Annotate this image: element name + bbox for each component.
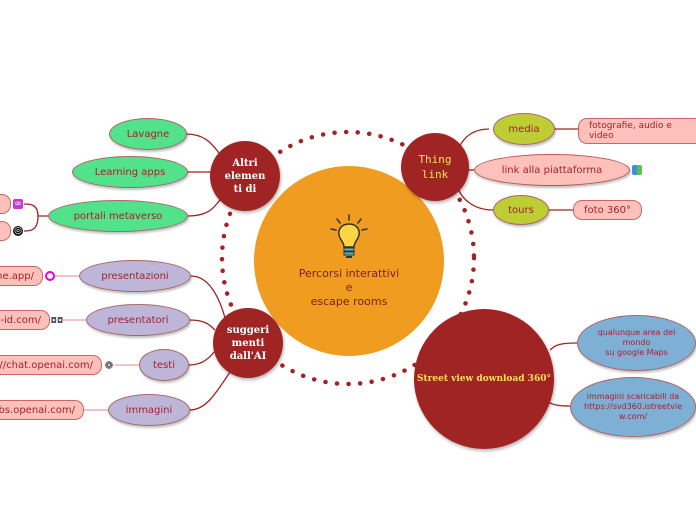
subtopic-line: immagini scaricabili da bbox=[586, 392, 680, 401]
subtopic-learning-apps[interactable]: Learning apps bbox=[72, 156, 188, 188]
subtopic-label: Learning apps bbox=[94, 166, 166, 178]
subtopic-label: immagini bbox=[125, 404, 173, 416]
subtopic-portali-metaverso[interactable]: portali metaverso bbox=[48, 200, 188, 232]
gamma-logo-icon bbox=[45, 271, 55, 281]
link-text[interactable]: s://chat.openai.com/ bbox=[0, 359, 93, 371]
subtopic-label: presentatori bbox=[107, 314, 169, 326]
topic-suggerimenti-ai[interactable]: suggeri menti dall'AI bbox=[213, 308, 283, 378]
topic-altri-elementi[interactable]: Altri elemen ti di bbox=[210, 141, 280, 211]
app-logo-icon: ∞ bbox=[13, 199, 23, 209]
topic-line: elemen bbox=[224, 170, 266, 182]
subtopic-testi[interactable]: testi bbox=[139, 349, 189, 381]
dotted-ring bbox=[219, 129, 477, 387]
app-logo-icon: ◎ bbox=[13, 226, 23, 236]
tours-note: foto 360° bbox=[573, 200, 642, 220]
subtopic-lavagne[interactable]: Lavagne bbox=[109, 118, 187, 150]
subtopic-line: qualunque area del mondo bbox=[597, 328, 676, 347]
topic-line: Altri bbox=[232, 157, 258, 169]
link-immagini[interactable]: bs.openai.com/ bbox=[0, 400, 84, 420]
link-presentatori[interactable]: -id.com/ bbox=[0, 310, 50, 330]
topic-line: link bbox=[421, 168, 449, 181]
topic-line: dall'AI bbox=[229, 350, 267, 362]
subtopic-presentatori[interactable]: presentatori bbox=[86, 304, 190, 336]
topic-line: ti di bbox=[233, 183, 257, 195]
subtopic-label: testi bbox=[153, 359, 175, 371]
topic-line: menti bbox=[231, 337, 265, 349]
note-text: fotografie, audio e video bbox=[589, 121, 672, 141]
subtopic-media[interactable]: media bbox=[493, 113, 555, 145]
link-text[interactable]: ne.app/ bbox=[0, 270, 34, 282]
note-text: foto 360° bbox=[584, 204, 631, 216]
topic-title: Street view download 360° bbox=[417, 373, 551, 384]
central-title-line: escape rooms bbox=[310, 295, 388, 308]
link-presentazioni[interactable]: ne.app/ bbox=[0, 266, 43, 286]
link-testi[interactable]: s://chat.openai.com/ bbox=[0, 355, 102, 375]
topic-thinglink[interactable]: Thing link bbox=[401, 133, 469, 201]
subtopic-link-piattaforma[interactable]: link alla piattaforma bbox=[474, 154, 630, 186]
thinglink-logo-icon bbox=[632, 165, 642, 175]
subtopic-line: https://svd360.istreetview.com/ bbox=[584, 402, 682, 421]
central-title-line: Percorsi interattivi bbox=[298, 267, 400, 280]
link-text[interactable]: -id.com/ bbox=[0, 314, 41, 326]
link-text[interactable]: bs.openai.com/ bbox=[0, 404, 75, 416]
central-topic[interactable]: Percorsi interattivi e escape rooms bbox=[254, 166, 444, 356]
subtopic-label: media bbox=[508, 123, 540, 135]
lightbulb-icon bbox=[330, 214, 368, 258]
subtopic-label: link alla piattaforma bbox=[501, 164, 603, 176]
topic-line: suggeri bbox=[226, 324, 270, 336]
subtopic-presentazioni[interactable]: presentazioni bbox=[79, 260, 191, 292]
central-title-line: e bbox=[345, 281, 353, 294]
topic-street-view[interactable]: Street view download 360° bbox=[414, 309, 554, 449]
topic-line: Thing bbox=[418, 153, 452, 166]
media-note: fotografie, audio e video bbox=[578, 118, 696, 144]
subtopic-tours[interactable]: tours bbox=[493, 195, 549, 225]
subtopic-line: su google Maps bbox=[605, 348, 668, 357]
subtopic-label: presentazioni bbox=[101, 270, 169, 282]
subtopic-immagini[interactable]: immagini bbox=[108, 394, 190, 426]
subtopic-label: tours bbox=[508, 204, 534, 216]
subtopic-label: Lavagne bbox=[126, 128, 170, 140]
d-id-logo-icon: ◘◘ bbox=[50, 315, 64, 325]
subtopic-label: portali metaverso bbox=[73, 210, 163, 222]
openai-logo-icon: ❁ bbox=[104, 358, 114, 372]
